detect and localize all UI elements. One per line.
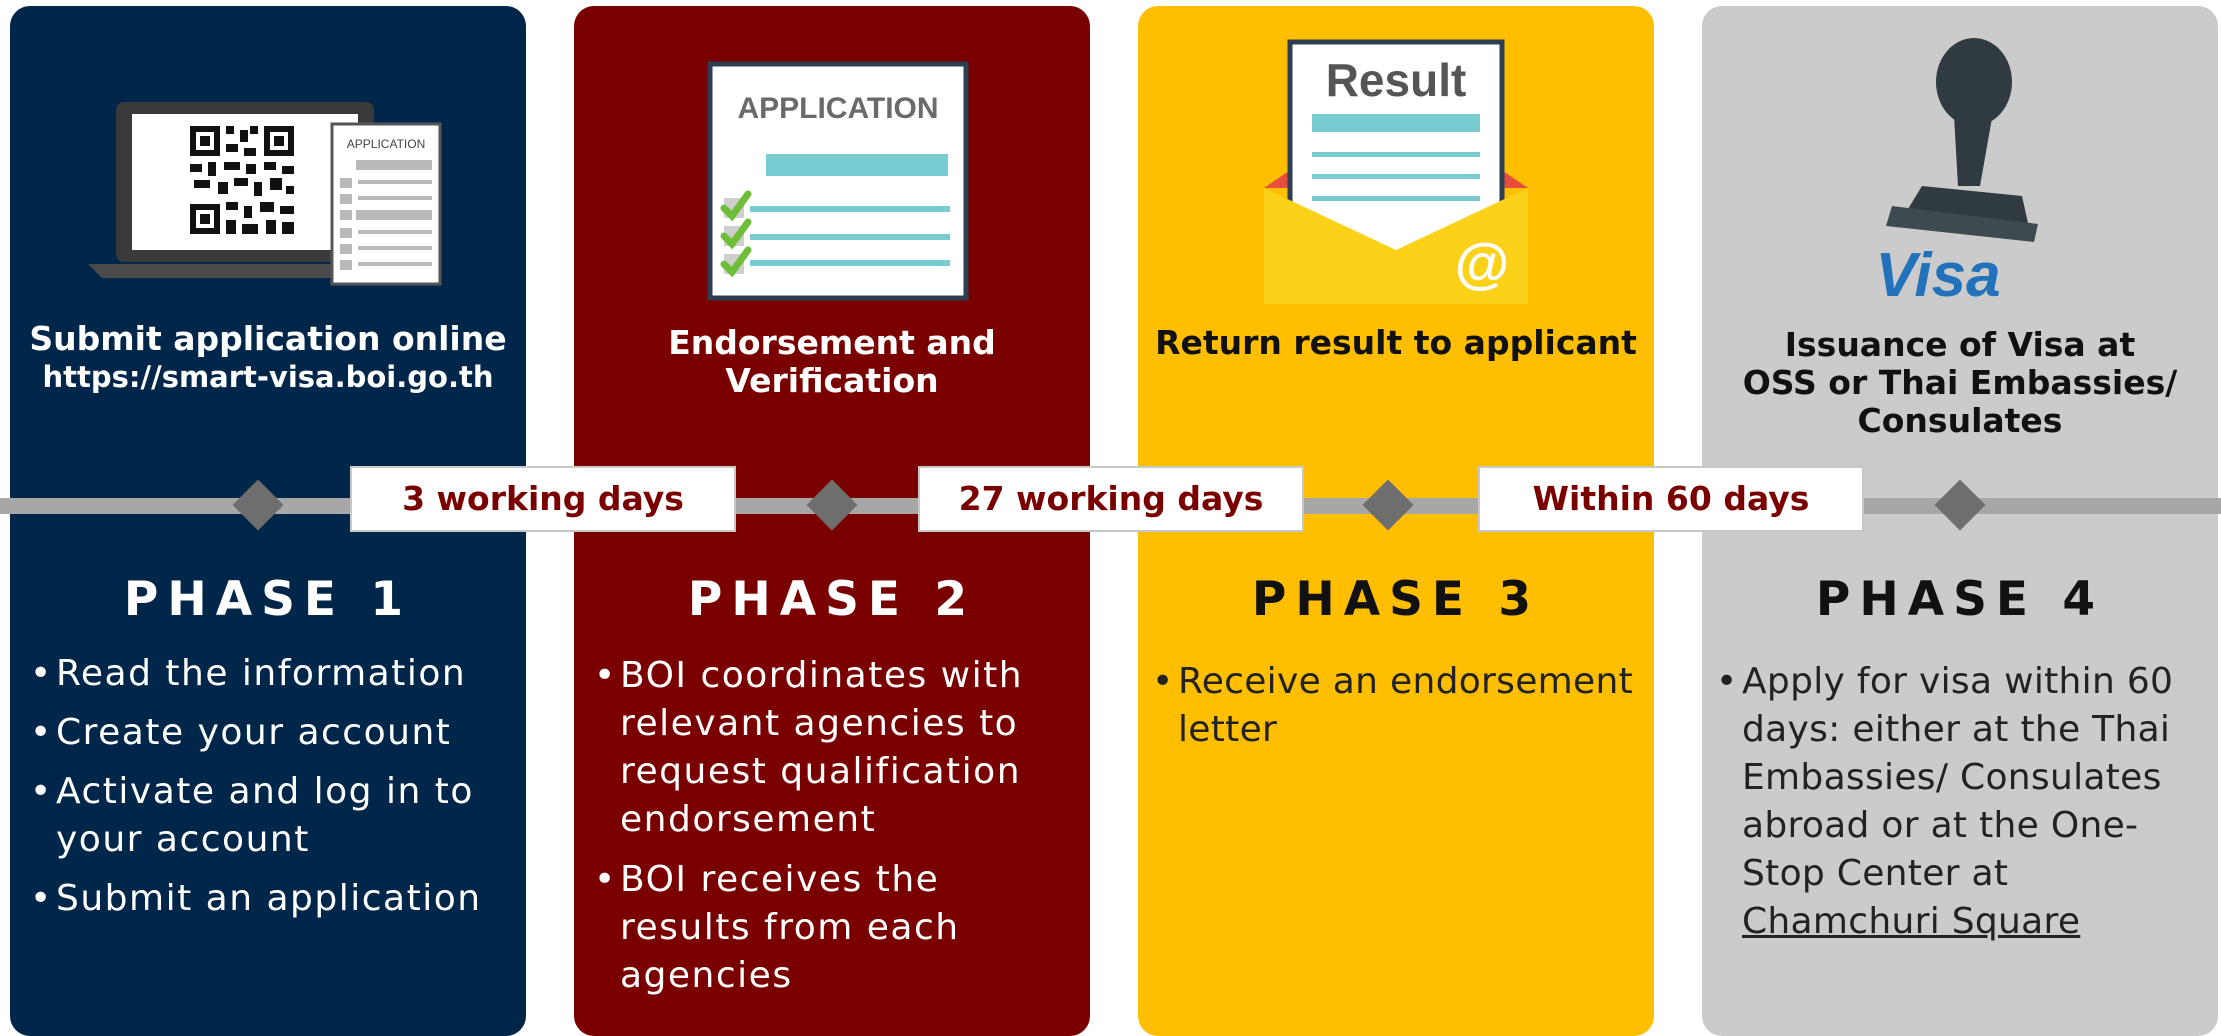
list-item: BOI receives the results from each agenc… (594, 856, 1064, 1000)
list-item: Apply for visa within 60 days: either at… (1716, 658, 2206, 946)
phase-3-label: PHASE 3 (1251, 572, 1541, 627)
phase-4-heading: Issuance of Visa at OSS or Thai Embassie… (1702, 326, 2218, 440)
svg-text:APPLICATION: APPLICATION (737, 92, 938, 125)
phase-2-title: Endorsement and Verification (668, 323, 996, 400)
phase-4-title: Issuance of Visa at OSS or Thai Embassie… (1742, 325, 2178, 440)
duration-label-3: Within 60 days (1478, 466, 1864, 532)
phase-1-label: PHASE 1 (123, 572, 413, 627)
svg-text:APPLICATION: APPLICATION (347, 137, 425, 151)
svg-text:Result: Result (1326, 54, 1467, 106)
list-item: Receive an endorsement letter (1152, 658, 1652, 754)
list-item: Submit an application (30, 875, 520, 923)
svg-text:@: @ (1455, 231, 1510, 294)
list-item: BOI coordinates with relevant agencies t… (594, 652, 1064, 844)
phase-1-title: Submit application online (29, 319, 507, 358)
result-envelope-icon: Result @ (1264, 39, 1528, 304)
application-checklist-icon: APPLICATION (707, 61, 969, 301)
phase-2-label: PHASE 2 (687, 572, 977, 627)
phase-2-bullets: BOI coordinates with relevant agencies t… (594, 652, 1064, 1000)
laptop-qr-icon: APPLICATION (88, 102, 442, 286)
svg-text:Visa: Visa (1875, 241, 2000, 306)
list-item: Create your account (30, 709, 520, 757)
phase-4-bullets: Apply for visa within 60 days: either at… (1716, 658, 2206, 946)
chamchuri-square-link[interactable]: Chamchuri Square (1742, 901, 2081, 942)
visa-stamp-icon: Visa (1875, 38, 2038, 306)
list-item: Read the information (30, 650, 520, 698)
duration-label-2: 27 working days (918, 466, 1304, 532)
smart-visa-url-link[interactable]: https://smart-visa.boi.go.th (42, 360, 494, 394)
phase-3-bullets: Receive an endorsement letter (1152, 658, 1652, 754)
phase-4-bullet-text: Apply for visa within 60 days: either at… (1742, 661, 2174, 894)
duration-label-1: 3 working days (350, 466, 736, 532)
phase-3-heading: Return result to applicant (1138, 324, 1654, 362)
phase-2-heading: Endorsement and Verification (574, 324, 1090, 400)
phase-1-heading: Submit application online https://smart-… (10, 320, 526, 396)
phase-4-label: PHASE 4 (1815, 572, 2105, 627)
list-item: Activate and log in to your account (30, 768, 520, 864)
phase-3-title: Return result to applicant (1155, 323, 1637, 362)
phase-1-bullets: Read the information Create your account… (30, 650, 520, 923)
